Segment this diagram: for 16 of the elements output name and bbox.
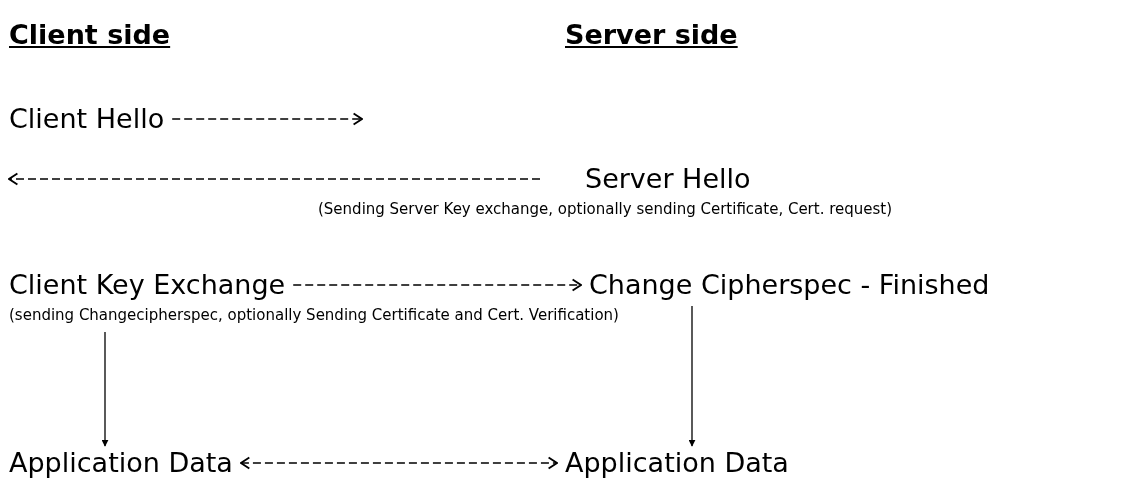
message-note: (sending Changecipherspec, optionally Sending Certificate and Cert. Verification): [9, 305, 619, 326]
message-label: Client Key Exchange: [9, 270, 286, 300]
arrow: [688, 305, 696, 447]
arrow: [240, 456, 558, 470]
arrow: [292, 278, 582, 292]
arrow: [8, 172, 541, 186]
message-note: (Sending Server Key exchange, optionally sending Certificate, Cert. request): [318, 199, 893, 220]
arrow: [101, 331, 109, 447]
message-label: Application Data: [565, 448, 789, 478]
column-heading: Server side: [565, 18, 738, 52]
message-label: Change Cipherspec - Finished: [589, 270, 990, 300]
message-label: Application Data: [9, 448, 233, 478]
message-label: Server Hello: [585, 164, 751, 194]
arrow: [171, 112, 363, 126]
column-heading: Client side: [9, 18, 171, 52]
message-label: Client Hello: [9, 104, 165, 134]
